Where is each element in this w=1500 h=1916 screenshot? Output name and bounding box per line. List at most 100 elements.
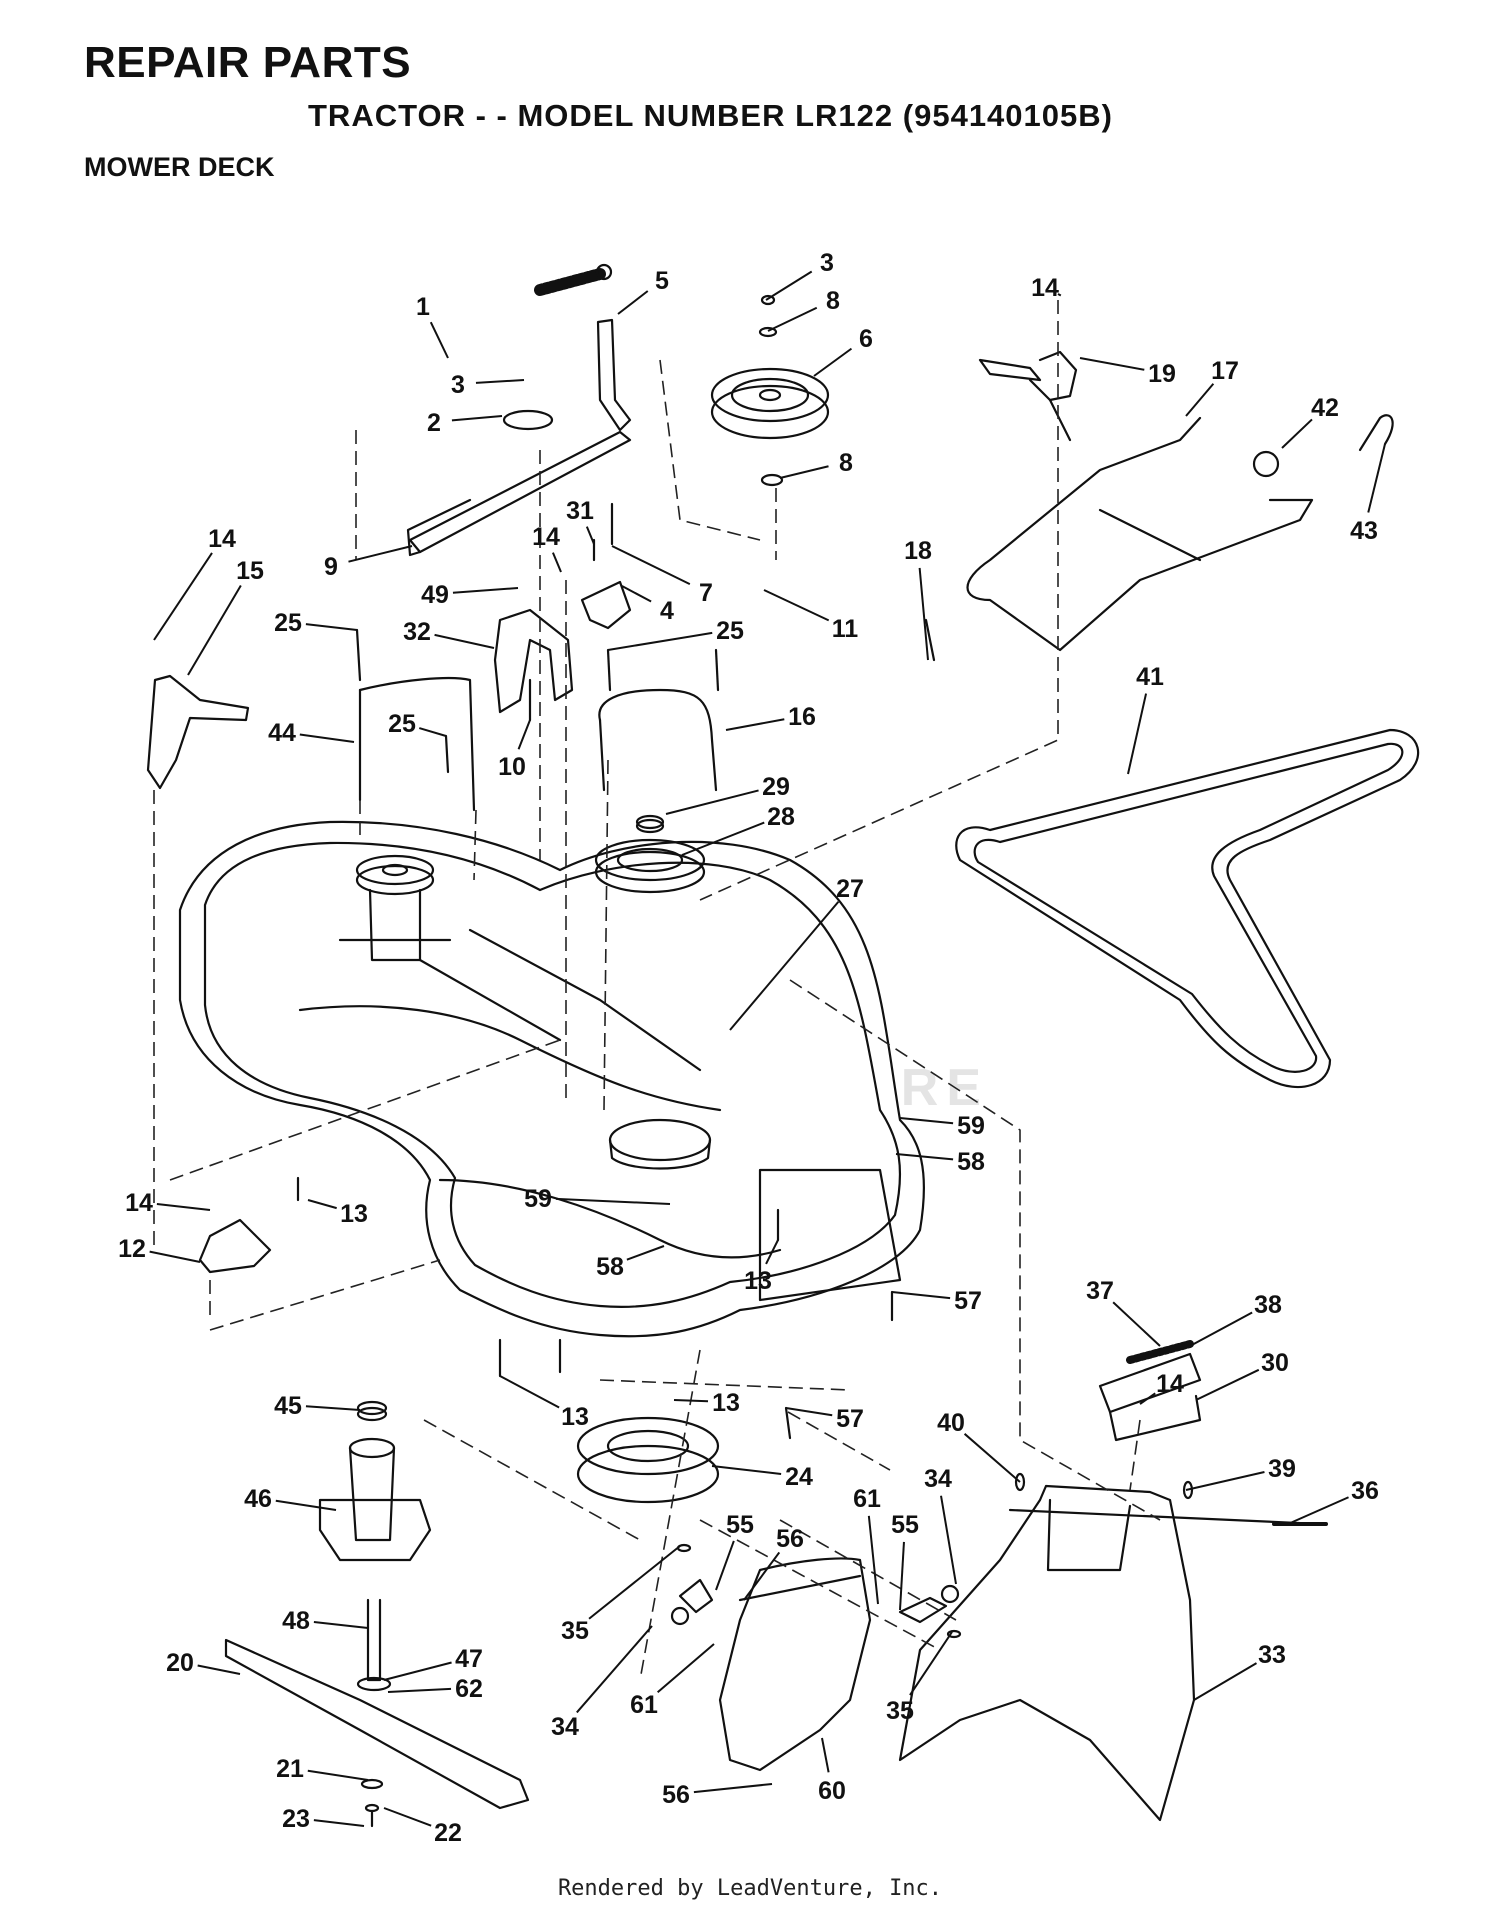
leader-line (383, 1807, 432, 1827)
callout-label: 18 (904, 537, 932, 565)
callout-label: 10 (498, 753, 526, 781)
leader-line (617, 290, 649, 315)
callout-label: 17 (1211, 357, 1239, 385)
callout-1: 1 (416, 293, 449, 359)
callout-label: 9 (324, 553, 338, 581)
leader-line (149, 1250, 201, 1263)
callout-11: 11 (763, 589, 859, 643)
callout-29: 29 (665, 773, 790, 815)
leader-line (517, 719, 531, 750)
callout-label: 25 (716, 617, 744, 645)
leader-line (940, 1495, 957, 1585)
leader-line (305, 1405, 361, 1411)
leader-line (1057, 293, 1062, 297)
callout-14: 14 (1139, 1370, 1184, 1405)
leader-line (499, 1375, 560, 1409)
leader-line (899, 1117, 954, 1125)
callout-8: 8 (779, 449, 853, 479)
leader-line (611, 545, 691, 585)
leader-line (1287, 1496, 1349, 1525)
callout-22: 22 (383, 1807, 462, 1847)
callout-label: 35 (886, 1697, 914, 1725)
callout-43: 43 (1350, 443, 1386, 545)
callout-label: 29 (762, 773, 790, 801)
callout-label: 34 (551, 1713, 579, 1741)
leader-line (576, 1625, 653, 1714)
callout-label: 48 (282, 1607, 310, 1635)
leader-line (821, 1737, 830, 1773)
leader-line (307, 1199, 337, 1210)
callout-34: 34 (924, 1465, 957, 1585)
callout-label: 38 (1254, 1291, 1282, 1319)
leader-line (552, 552, 562, 573)
mulch-door (718, 1557, 872, 1772)
callout-label: 47 (455, 1645, 483, 1673)
callout-label: 13 (712, 1389, 740, 1417)
hardware-fasteners (296, 628, 1328, 1526)
leader-line (387, 1687, 452, 1693)
belt-guides (358, 676, 718, 812)
leader-line (621, 585, 652, 603)
callout-3: 3 (765, 249, 834, 301)
callout-46: 46 (244, 1485, 337, 1513)
callout-2: 2 (427, 409, 503, 437)
callout-label: 59 (957, 1112, 985, 1140)
leader-line (1127, 693, 1148, 775)
callout-label: 8 (826, 287, 840, 315)
callout-label: 56 (662, 1781, 690, 1809)
leader-line (779, 465, 829, 479)
callout-label: 12 (118, 1235, 146, 1263)
leader-line (585, 526, 595, 545)
idler-arm-bracket (406, 318, 632, 557)
callout-label: 57 (954, 1287, 982, 1315)
leader-line (307, 1769, 369, 1781)
callout-label: 20 (166, 1649, 194, 1677)
callout-label: 62 (455, 1675, 483, 1703)
discharge-chute (898, 1472, 1322, 1822)
callout-label: 11 (832, 615, 859, 643)
callout-label: 37 (1086, 1277, 1114, 1305)
leader-line (1185, 383, 1215, 417)
callout-label: 46 (244, 1485, 272, 1513)
callout-20: 20 (166, 1649, 241, 1677)
callout-14: 14 (1031, 274, 1062, 302)
callout-28: 28 (681, 803, 795, 856)
leader-line (299, 733, 355, 743)
callout-45: 45 (274, 1392, 361, 1420)
callout-58: 58 (596, 1245, 665, 1281)
callout-label: 1 (416, 293, 430, 321)
callout-25: 25 (274, 609, 358, 637)
callout-14: 14 (153, 525, 236, 641)
callout-label: 7 (699, 579, 713, 607)
callout-57: 57 (891, 1287, 982, 1315)
chute-spring-assembly (1098, 1340, 1202, 1442)
blade-spindle-assembly (224, 1400, 530, 1828)
exploded-parts-diagram: LEADVENTURE (118, 249, 1420, 1847)
callout-37: 37 (1086, 1277, 1161, 1347)
callout-label: 14 (1156, 1370, 1184, 1398)
footer-credit: Rendered by LeadVenture, Inc. (557, 1876, 943, 1901)
callout-36: 36 (1287, 1477, 1379, 1525)
leader-line (1189, 1311, 1253, 1347)
callout-8: 8 (767, 287, 840, 332)
callout-7: 7 (611, 545, 713, 607)
callout-label: 22 (434, 1819, 462, 1847)
leader-line (153, 552, 213, 641)
callout-label: 40 (937, 1409, 965, 1437)
alignment-lines (153, 300, 1161, 1681)
callout-label: 31 (566, 497, 594, 525)
callout-25: 25 (607, 617, 744, 651)
leader-line (1185, 1471, 1265, 1491)
leader-line (383, 1661, 452, 1681)
callout-label: 27 (836, 875, 864, 903)
callout-label: 3 (451, 371, 465, 399)
callout-5: 5 (617, 267, 669, 315)
callout-31: 31 (566, 497, 595, 545)
callout-14: 14 (532, 523, 562, 573)
leader-line (626, 1245, 665, 1261)
leader-line (743, 1551, 781, 1601)
callout-59: 59 (524, 1185, 671, 1213)
callout-label: 32 (403, 618, 431, 646)
callout-61: 61 (853, 1485, 881, 1605)
callout-12: 12 (118, 1235, 201, 1263)
